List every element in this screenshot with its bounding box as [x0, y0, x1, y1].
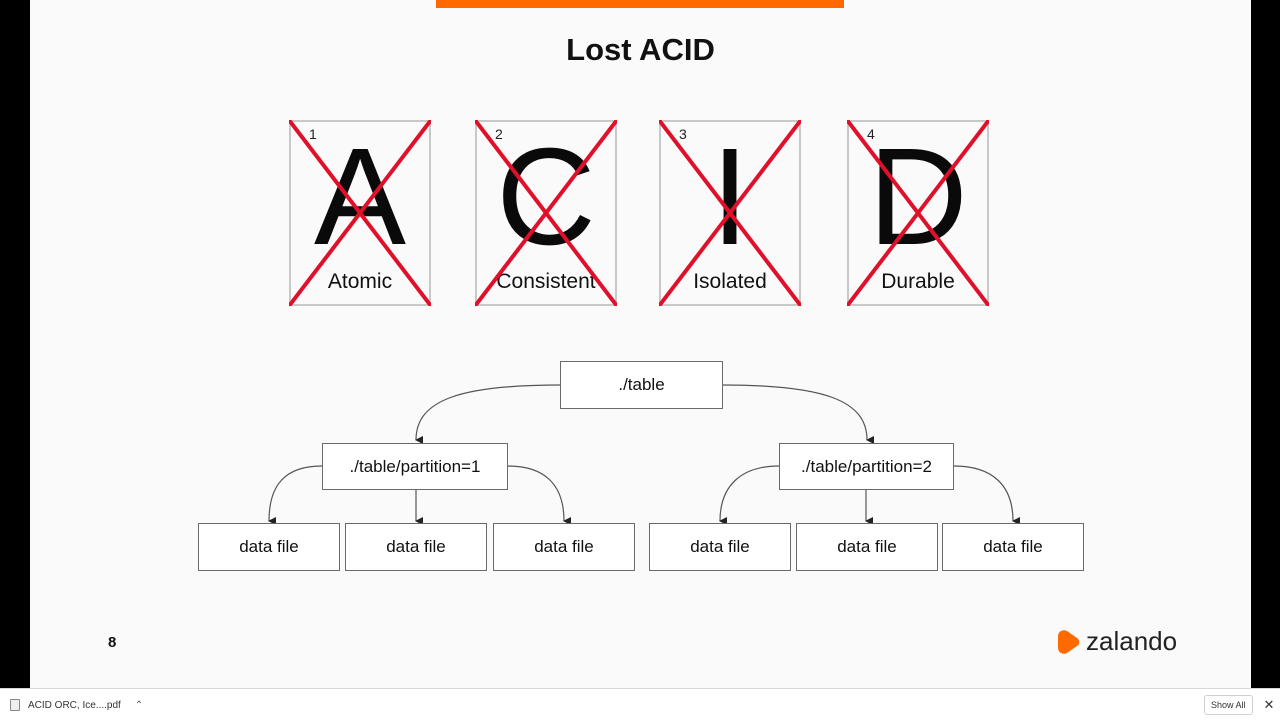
slide-title: Lost ACID	[566, 32, 715, 67]
show-all-button[interactable]: Show All	[1204, 695, 1253, 715]
edge-p2-leaf3	[953, 465, 1021, 525]
card-letter: C	[496, 120, 596, 274]
tree-leaf-node: data file	[198, 523, 340, 571]
tree-leaf-node: data file	[796, 523, 938, 571]
tree-leaf-node: data file	[493, 523, 635, 571]
acid-card-isolated: 3 I Isolated	[659, 120, 801, 306]
download-bar: ACID ORC, Ice....pdf ⌃ Show All ✕	[0, 688, 1280, 720]
card-number: 3	[679, 126, 687, 142]
cross-icon	[847, 120, 989, 306]
cross-icon	[289, 120, 431, 306]
cross-icon	[659, 120, 801, 306]
pdf-file-icon	[10, 699, 20, 711]
card-word: Atomic	[327, 270, 393, 293]
accent-bar	[436, 0, 844, 8]
zalando-logo: zalando	[1058, 626, 1177, 657]
cross-icon	[475, 120, 617, 306]
zalando-logo-icon	[1058, 629, 1080, 654]
slide: Lost ACID 1 A Atomic 2 C Consistent 3 I …	[30, 0, 1251, 688]
card-letter: A	[313, 120, 407, 274]
chevron-up-icon[interactable]: ⌃	[134, 699, 144, 711]
zalando-logo-text: zalando	[1086, 626, 1178, 656]
tree-partition-node: ./table/partition=1	[322, 443, 508, 490]
tree-connectors	[268, 384, 1021, 526]
acid-card-atomic: 1 A Atomic	[289, 120, 431, 306]
card-word: Consistent	[496, 270, 596, 293]
close-icon[interactable]: ✕	[1263, 697, 1275, 712]
card-number: 1	[309, 126, 317, 142]
card-number: 4	[867, 126, 875, 142]
acid-card-consistent: 2 C Consistent	[475, 120, 617, 306]
edge-p2-leaf1	[719, 465, 780, 526]
slide-number: 8	[108, 634, 117, 651]
edge-root-p1	[415, 384, 561, 445]
edge-p1-leaf1	[268, 465, 323, 526]
tree-leaf-node: data file	[649, 523, 791, 571]
tree-partition-node: ./table/partition=2	[779, 443, 954, 490]
card-word: Isolated	[693, 270, 767, 293]
edge-root-p2	[722, 384, 875, 444]
card-word: Durable	[881, 270, 955, 293]
download-item[interactable]: ACID ORC, Ice....pdf ⌃	[10, 695, 143, 715]
card-letter: D	[868, 120, 968, 274]
download-filename: ACID ORC, Ice....pdf	[28, 699, 121, 711]
tree-leaf-node: data file	[345, 523, 487, 571]
edge-p1-leaf3	[507, 465, 572, 525]
tree-leaf-node: data file	[942, 523, 1084, 571]
tree-root-node: ./table	[560, 361, 723, 409]
card-number: 2	[495, 126, 503, 142]
acid-card-durable: 4 D Durable	[847, 120, 989, 306]
